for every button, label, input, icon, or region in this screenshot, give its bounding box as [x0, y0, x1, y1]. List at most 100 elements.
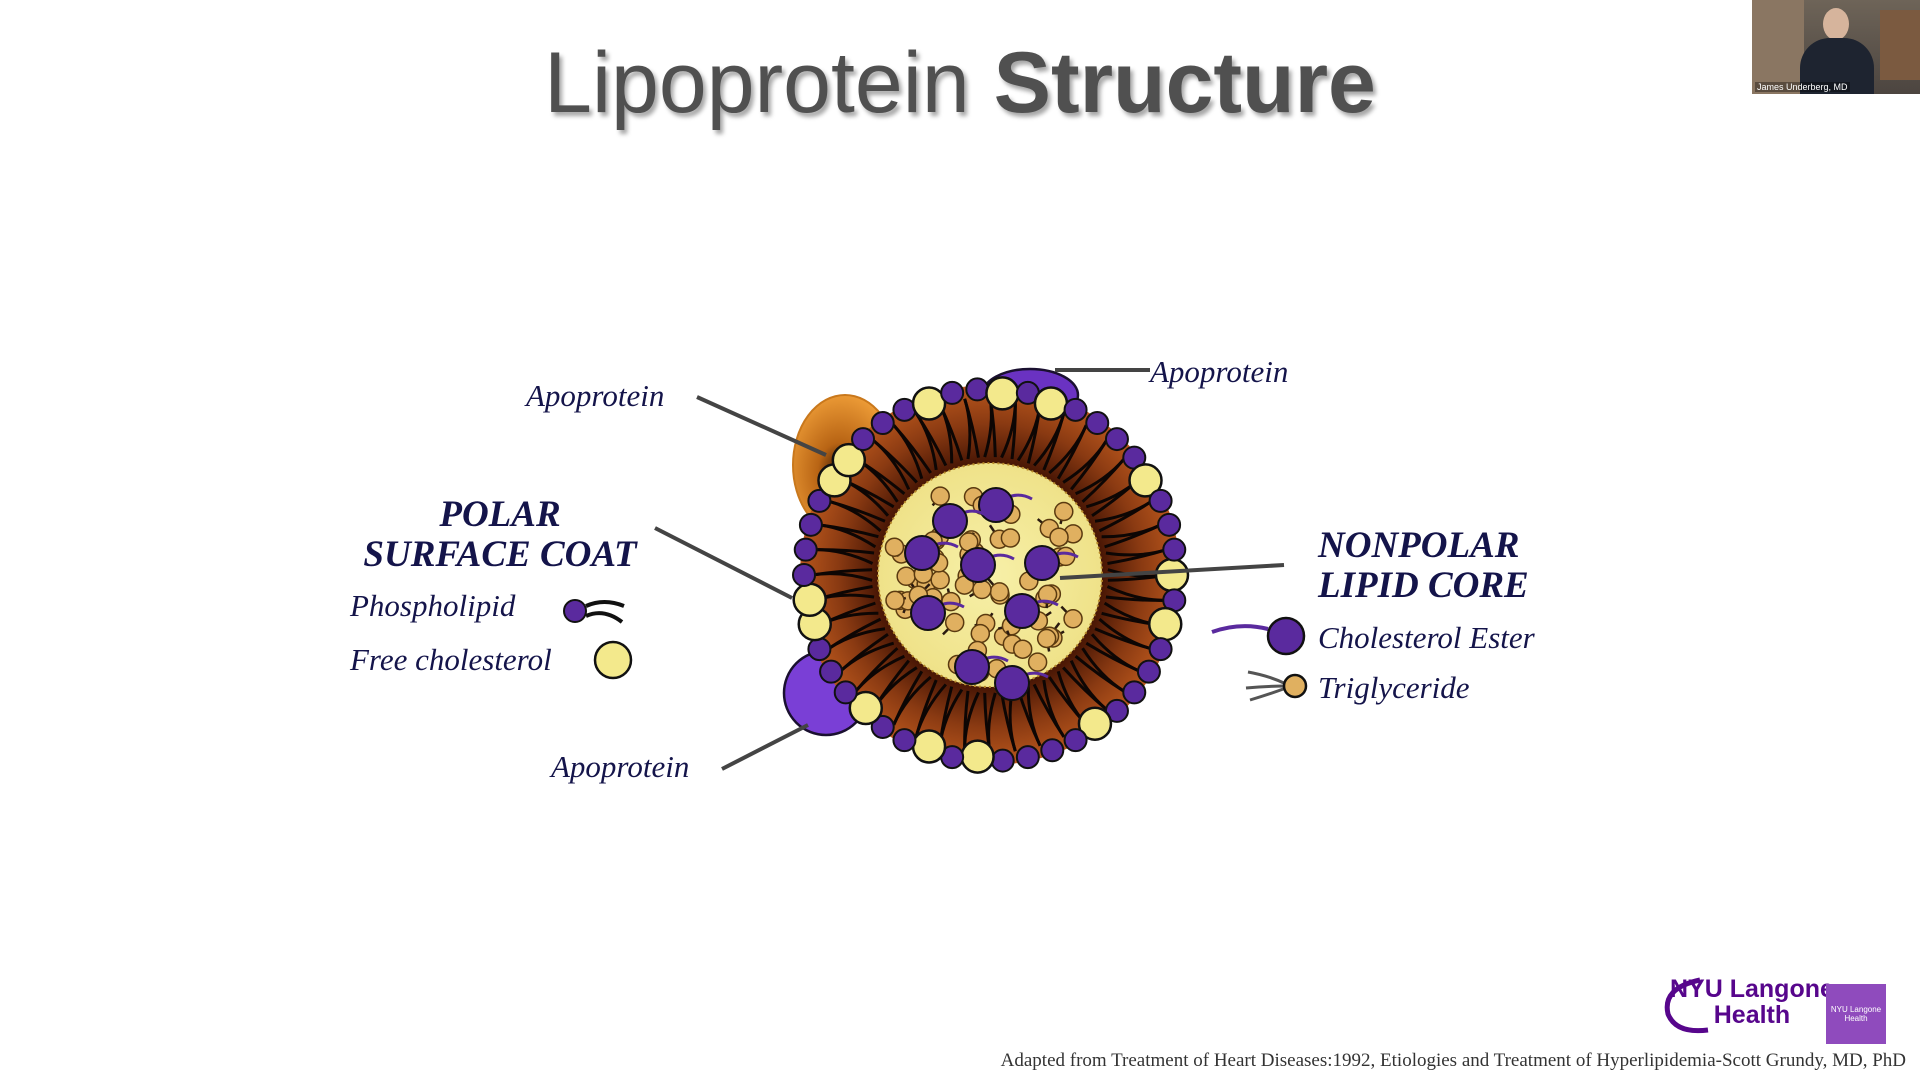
phospholipid-head: [833, 680, 858, 705]
phospholipid-tail: [854, 654, 905, 693]
nyu-logo-arc: [1664, 977, 1709, 1034]
phospholipid-tail: [1042, 679, 1066, 738]
pointer-polar-surface: [654, 526, 793, 600]
triglyceride-bead: [1049, 527, 1069, 547]
title-word-lipoprotein: Lipoprotein: [544, 35, 970, 131]
phospholipid-head: [798, 512, 823, 537]
surface-heads: [792, 376, 1190, 774]
cholesterol-ester: [910, 595, 946, 631]
video-background: [1752, 0, 1804, 94]
participant-video-tile[interactable]: James Underberg, MD: [1752, 0, 1920, 94]
phospholipid-head: [1085, 411, 1110, 436]
legend-triglyceride-label: Triglyceride: [1318, 670, 1470, 705]
phospholipid-tail: [892, 675, 932, 726]
phospholipid-tail: [827, 627, 886, 651]
phospholipid-tail: [1101, 523, 1162, 539]
triglyceride-bead: [989, 582, 1010, 602]
free-cholesterol: [1148, 606, 1183, 642]
phospholipid-head: [793, 537, 818, 562]
phospholipid-head: [807, 637, 832, 662]
phospholipid-head: [1157, 512, 1182, 537]
phospholipid-head: [851, 427, 876, 452]
video-shelf: [1880, 10, 1920, 80]
triglyceride-bead: [1012, 639, 1033, 659]
phospholipid-head: [819, 659, 844, 684]
cholesterol-ester: [994, 665, 1030, 701]
phospholipid-tail: [839, 641, 895, 673]
phospholipid-head: [1040, 738, 1065, 763]
free-cholesterol: [792, 582, 827, 618]
triglyceride-bead: [1000, 528, 1021, 548]
core-particles: [884, 486, 1083, 701]
phospholipid-head: [870, 714, 895, 739]
phospholipid-head: [870, 411, 895, 436]
participant-body: [1800, 38, 1874, 94]
cholesterol-ester: [960, 547, 996, 583]
phospholipid-head: [1104, 427, 1129, 452]
participant-head: [1823, 8, 1849, 40]
triglyceride-bead: [896, 566, 916, 586]
phospholipid-icon: [563, 599, 625, 624]
phospholipid-tail: [872, 439, 911, 490]
legend-cholesterol-ester-label: Cholesterol Ester: [1318, 620, 1535, 655]
cholesterol-ester: [1024, 545, 1060, 581]
free-cholesterol: [831, 442, 867, 478]
label-apoprotein-bottom: Apoprotein: [551, 749, 690, 784]
phospholipid-head: [792, 563, 816, 587]
nonpolar-line1: NONPOLAR: [1318, 525, 1520, 566]
pointer-apoprotein-bottom: [721, 723, 809, 771]
free-cholesterol: [1128, 463, 1163, 498]
phospholipid-tail: [914, 683, 947, 738]
triglyceride-bead: [972, 579, 992, 600]
phospholipid-tail: [1062, 439, 1108, 484]
cholesterol-ester: [1004, 593, 1040, 629]
free-cholesterol-icon: [593, 640, 633, 680]
label-apoprotein-top-right: Apoprotein: [1150, 354, 1289, 389]
phospholipid-tail: [819, 523, 877, 549]
phospholipid-head: [1148, 488, 1173, 513]
triglyceride-icon: [1245, 670, 1308, 702]
nyu-logo-line1: NYU Langone: [1670, 975, 1834, 1003]
triglyceride-bead: [970, 623, 991, 644]
title-word-structure: Structure: [993, 35, 1376, 131]
phospholipid-tail: [1090, 633, 1141, 673]
label-nonpolar-lipid-core: NONPOLAR LIPID CORE: [1318, 526, 1529, 606]
phospholipid-tail: [811, 572, 873, 582]
triglyceride-bead: [930, 570, 950, 590]
phospholipid-tail: [1105, 548, 1167, 557]
slide-title: Lipoprotein Structure: [0, 34, 1920, 133]
polar-line2: SURFACE COAT: [363, 534, 637, 575]
phospholipid-tail: [1048, 424, 1088, 475]
phospholipid-tail: [827, 499, 882, 532]
nyu-logo-badge: NYU Langone Health: [1826, 984, 1886, 1044]
phospholipid-head: [1162, 537, 1187, 562]
label-apoprotein-top-left: Apoprotein: [526, 378, 665, 413]
phospholipid-tail: [1094, 499, 1153, 523]
citation: Adapted from Treatment of Heart Diseases…: [1000, 1050, 1906, 1071]
polar-line1: POLAR: [439, 494, 561, 535]
triglyceride-bead: [930, 486, 950, 506]
triglyceride-bead: [941, 591, 961, 612]
cholesterol-ester: [954, 649, 990, 685]
phospholipid-head: [1148, 637, 1173, 662]
phospholipid-tail: [892, 424, 924, 480]
phospholipid-head: [807, 488, 832, 513]
phospholipid-tail: [1098, 618, 1153, 651]
free-cholesterol: [960, 739, 995, 774]
phospholipid-head: [1122, 680, 1147, 705]
free-cholesterol: [1154, 557, 1190, 593]
phospholipid-head: [990, 748, 1015, 773]
nyu-logo-line2: Health: [1713, 1001, 1791, 1029]
triglyceride-bead: [1027, 652, 1048, 672]
label-polar-surface-coat: POLAR SURFACE COAT: [350, 495, 650, 575]
phospholipid-tail: [1075, 457, 1126, 496]
phospholipid-head: [1136, 659, 1161, 684]
phospholipid-tail: [1081, 647, 1126, 693]
pointer-nonpolar-core: [1059, 563, 1285, 580]
triglyceride-bead: [884, 537, 905, 557]
phospholipid-tail: [963, 398, 972, 460]
triglyceride-bead: [885, 590, 905, 611]
phospholipid-head: [1063, 728, 1088, 753]
triglyceride-bead: [1054, 501, 1074, 522]
